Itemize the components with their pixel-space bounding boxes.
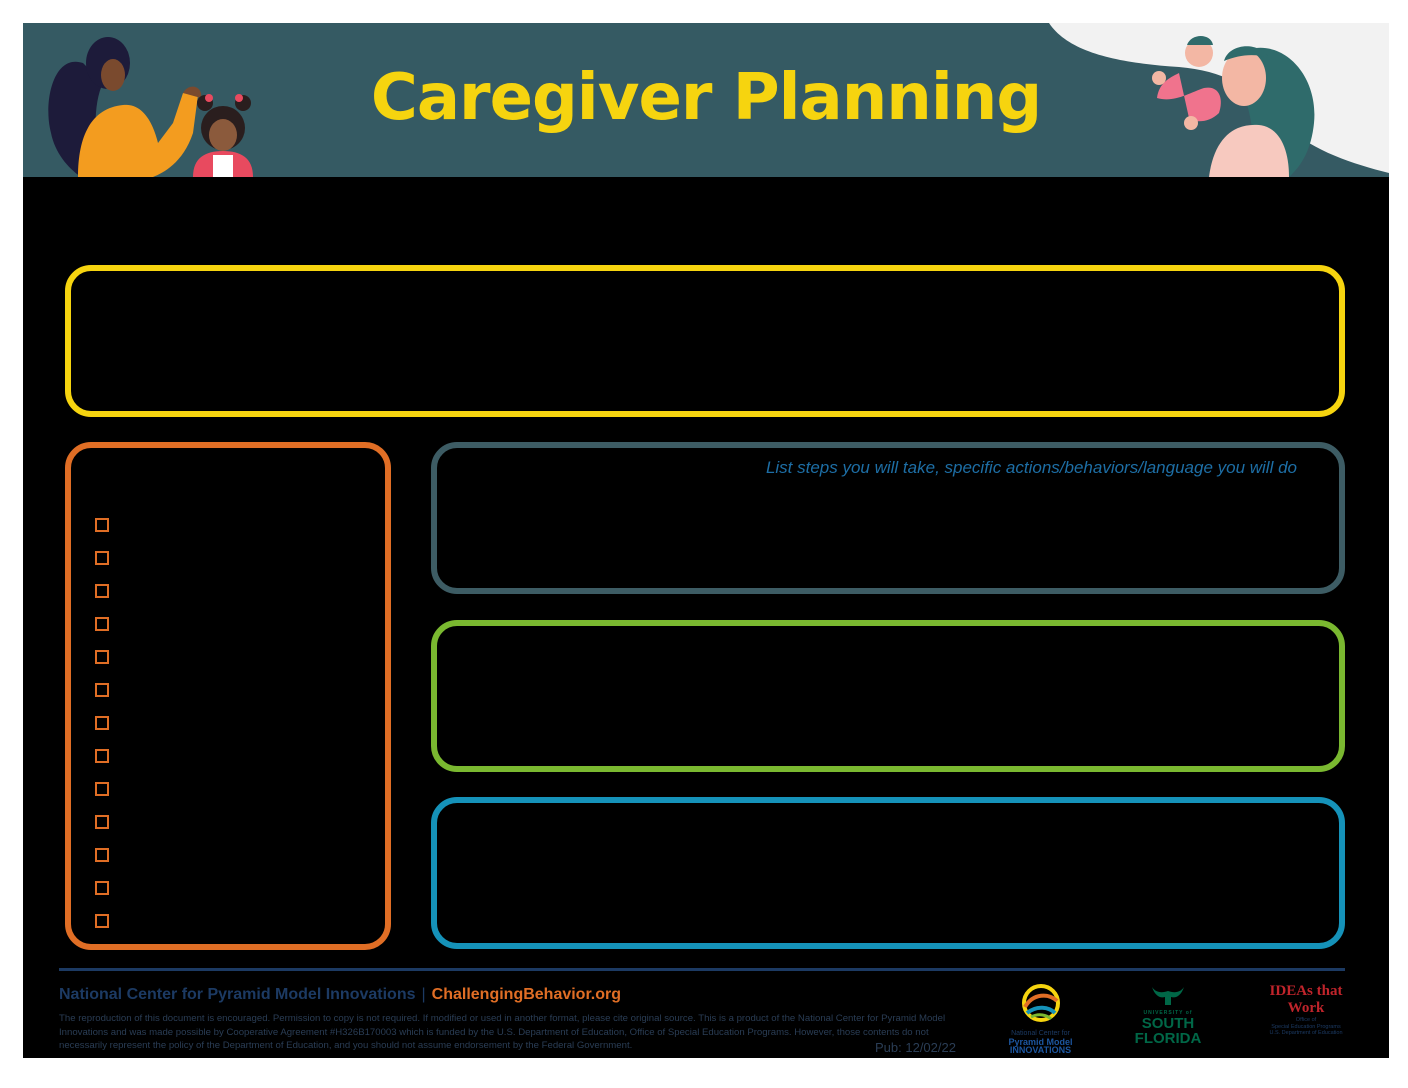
pyramid-swirl-icon [1021,984,1060,1022]
footer-divider [59,968,1345,971]
usf-south: SOUTH [1141,1015,1195,1032]
mother-baby-illustration [1152,36,1315,177]
worksheet-page: Caregiver Planning [23,23,1389,1058]
checkbox[interactable] [95,650,109,664]
checkbox[interactable] [95,617,109,631]
idea-caption-3: U.S. Department of Education [1269,1030,1343,1036]
header-banner: Caregiver Planning [23,23,1389,177]
checklist [95,518,109,947]
ncpmi-line1: National Center for [1011,1030,1070,1037]
idea-title: IDEAs that Work [1269,983,1343,1016]
blue-box[interactable] [431,797,1345,949]
caregiver-child-illustration [48,37,253,177]
steps-box[interactable]: List steps you will take, specific actio… [431,442,1345,594]
org-name: National Center for Pyramid Model Innova… [59,986,416,1003]
ncpmi-line3: INNOVATIONS [1009,1045,1072,1055]
green-box[interactable] [431,620,1345,772]
idea-caption-2: Special Education Programs [1271,1023,1341,1030]
checkbox[interactable] [95,683,109,697]
page-title: Caregiver Planning [370,61,1042,135]
publication-date: Pub: 12/02/22 [875,1040,956,1055]
usf-florida: FLORIDA [1134,1030,1202,1047]
checkbox[interactable] [95,551,109,565]
checkbox[interactable] [95,518,109,532]
checkbox[interactable] [95,815,109,829]
idea-caption-1: Office of [1295,1017,1317,1023]
checkbox[interactable] [95,881,109,895]
usf-small-text: UNIVERSITY of [1143,1010,1193,1016]
bull-horns-icon [1152,987,1184,1005]
checkbox[interactable] [95,782,109,796]
checkbox[interactable] [95,584,109,598]
usf-logo: UNIVERSITY of SOUTH FLORIDA [1133,983,1203,1046]
checklist-box [65,442,391,950]
checkbox[interactable] [95,848,109,862]
footer-org-line: National Center for Pyramid Model Innova… [59,986,621,1004]
website-link[interactable]: ChallengingBehavior.org [431,986,622,1003]
checkbox[interactable] [95,749,109,763]
goal-box[interactable] [65,265,1345,417]
ideas-that-work-logo: IDEAs that Work Office of Special Educat… [1263,983,1349,1037]
legal-notice: The reproduction of this document is enc… [59,1013,946,1051]
steps-hint: List steps you will take, specific actio… [765,458,1297,477]
ncpmi-line2: Pyramid Model [1008,1037,1073,1047]
org-separator: | [421,986,426,1003]
checkbox[interactable] [95,914,109,928]
checkbox[interactable] [95,716,109,730]
